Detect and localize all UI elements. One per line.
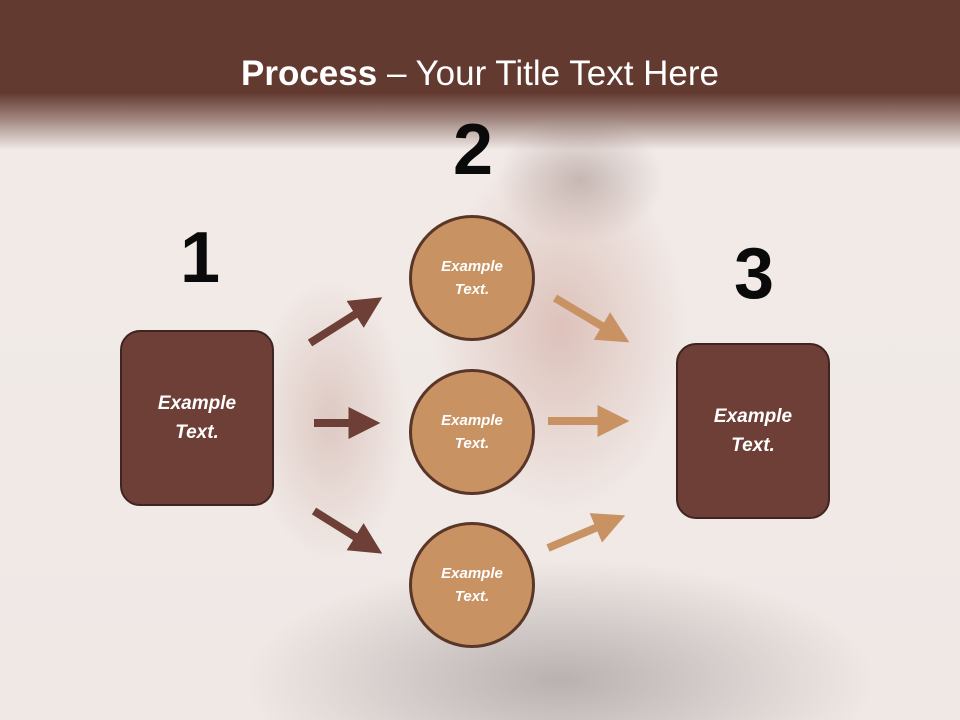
title-bar [0,0,960,150]
circle-middle-text: Example Text. [441,412,503,452]
slide-title[interactable]: Process – Your Title Text Here [0,52,960,96]
process-circle-bottom[interactable]: Example Text. [409,522,535,648]
arrow-left-to-top [307,297,383,347]
arrow-top-to-right [552,294,630,343]
right-process-box[interactable]: Example Text. [676,343,830,519]
left-box-text: Example Text. [157,393,237,443]
step-number-2: 2 [452,110,494,190]
circle-bottom-text: Example Text. [441,565,503,605]
process-circle-top[interactable]: Example Text. [409,215,535,341]
left-process-box[interactable]: Example Text. [120,330,274,506]
step-number-1: 1 [179,218,221,298]
title-rest: – Your Title Text Here [377,54,719,93]
arrow-left-to-bottom [311,507,383,554]
circle-top-text: Example Text. [441,258,503,298]
step-number-3: 3 [733,234,775,314]
process-circle-middle[interactable]: Example Text. [409,369,535,495]
arrow-bottom-to-right [546,513,626,552]
right-box-text: Example Text. [713,406,793,456]
title-bold: Process [241,54,378,93]
